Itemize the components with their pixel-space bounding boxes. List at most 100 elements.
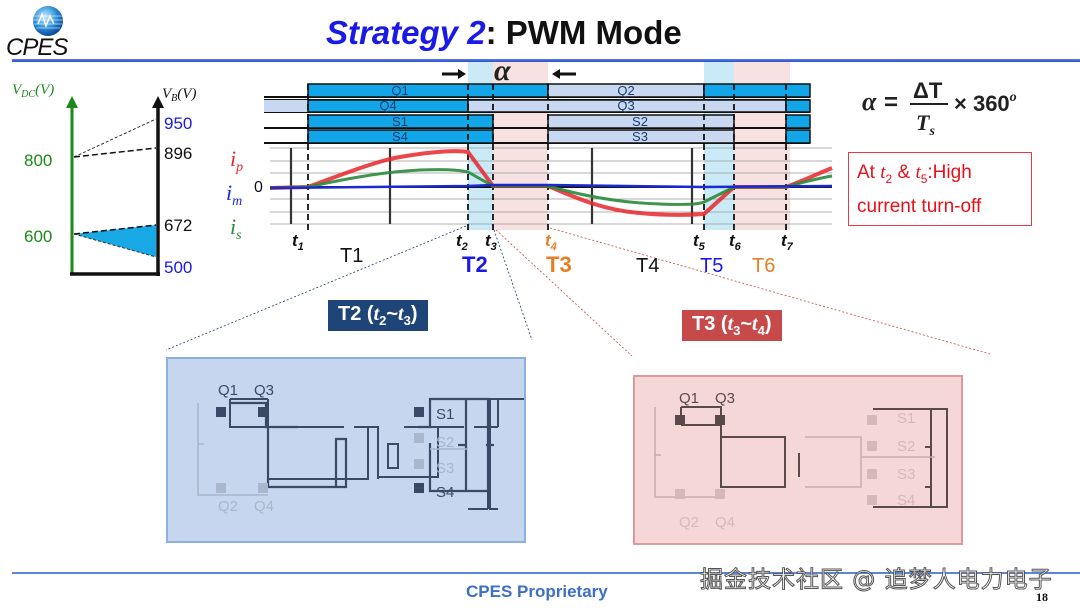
time-mark-lines [307, 84, 787, 230]
vb-axis-label: VB(V) [162, 86, 196, 104]
zero-label: 0 [254, 179, 263, 196]
gate-bar-q3a [264, 100, 308, 112]
gate-bar-s1 [307, 114, 494, 129]
range-fill [74, 225, 156, 257]
t3-mosfet-icons [675, 415, 725, 425]
vb-tick-500: 500 [164, 258, 192, 277]
t2-label-q3: Q3 [254, 382, 274, 399]
t2-label-q1: Q1 [218, 382, 238, 399]
t2-label-q4: Q4 [254, 498, 274, 515]
period-label-t4: T4 [636, 255, 659, 277]
t3-label-q1: Q1 [679, 390, 699, 407]
alpha-formula: α = ΔT Ts × 360o [862, 76, 1042, 152]
vb-tick-896: 896 [164, 144, 192, 163]
note-line-2: current turn-off [857, 195, 982, 217]
leader-t3-left [495, 229, 633, 357]
alpha-arrowhead-right-icon [552, 69, 560, 79]
leader-t2-right [493, 229, 533, 341]
leader-t2-left [165, 225, 467, 351]
t3-inactive-paths [654, 407, 935, 498]
period-label-t6: T6 [752, 255, 775, 277]
current-grid [270, 147, 832, 225]
period-label-t3: T3 [546, 252, 572, 277]
vdc-tick-800: 800 [24, 151, 52, 170]
formula-svg: α = ΔT Ts × 360o [862, 78, 1017, 139]
gate-bar-s1b [785, 114, 811, 129]
t2-mosfet-icons [216, 407, 424, 493]
im-trace [269, 183, 833, 190]
gate-label-s2: S2 [632, 114, 648, 129]
logo-text: CPES [6, 34, 68, 61]
t3-label-s4: S4 [897, 492, 915, 509]
time-label-t3: t3 [485, 231, 497, 253]
gate-bar-q1b [703, 83, 811, 98]
t3-label-s1: S1 [897, 410, 915, 427]
alpha-arrowhead-left-icon [458, 69, 466, 79]
ip-label: ip [230, 146, 243, 175]
voltage-range-diagram: VDC(V) VB(V) 800 600 950 896 672 500 [12, 82, 196, 277]
t2-circuit-panel: Q1 Q3 S1 S4 Q2 Q4 S2 S3 [166, 357, 538, 543]
page-title: Strategy 2: PWM Mode [326, 14, 682, 52]
watermark: 掘金技术社区 @ 追梦人电力电子 [700, 567, 1053, 594]
gate-label-q2: Q2 [617, 83, 634, 98]
period-label-t2: T2 [462, 252, 488, 277]
t2-circuit-schematic: Q1 Q3 S1 S4 Q2 Q4 S2 S3 [197, 382, 538, 515]
time-label-t1: t1 [292, 231, 304, 253]
period-label-t5: T5 [700, 255, 723, 277]
pwm-waveform-diagram: α Q1 Q4 S1 S4 Q2 Q3 S2 S3 [165, 54, 991, 357]
period-label-t1: T1 [340, 245, 363, 267]
t3-interval-tag: T3 (t3~t4) [682, 310, 782, 341]
map-line-896 [73, 147, 157, 158]
gate-label-q1: Q1 [391, 83, 408, 98]
t2-label-s4: S4 [436, 484, 454, 501]
map-line-500 [73, 233, 157, 258]
t2-inactive-paths [197, 403, 468, 496]
t3-label-q2: Q2 [679, 514, 699, 531]
vb-arrow-icon [152, 96, 164, 108]
t3-label-q4: Q4 [715, 514, 735, 531]
time-label-t5: t5 [693, 231, 706, 253]
formula-alpha: α [862, 87, 877, 116]
gate-label-s3: S3 [632, 129, 648, 144]
vb-tick-950: 950 [164, 114, 192, 133]
vdc-tick-600: 600 [24, 227, 52, 246]
time-label-t7: t7 [781, 231, 794, 253]
t2-interval-tag: T2 (t2~t3) [328, 300, 428, 331]
cpes-logo [8, 4, 98, 60]
alpha-symbol: α [494, 54, 511, 87]
title-accent: Strategy 2 [326, 14, 486, 51]
formula-times-360: × 360o [954, 90, 1017, 116]
gate-label-q4: Q4 [379, 98, 396, 113]
t3-label-s3: S3 [897, 466, 915, 483]
note-line-1: At t2 & t5:High [857, 162, 972, 186]
page-number: 18 [1036, 590, 1048, 604]
t3-circuit-panel: Q1 Q3 Q2 Q4 S1 S2 S3 S4 [633, 375, 963, 545]
leader-t3-right [549, 227, 991, 355]
t3-label-s2: S2 [897, 438, 915, 455]
im-label: im [226, 180, 242, 209]
formula-equals: = [884, 89, 898, 116]
logo-globe-icon [33, 6, 63, 36]
formula-numerator: ΔT [913, 78, 943, 103]
gate-bar-q1 [307, 83, 549, 98]
t2-label-s1: S1 [436, 406, 454, 423]
gate-label-s1: S1 [392, 114, 408, 129]
header-divider [12, 59, 1080, 62]
vb-tick-672: 672 [164, 216, 192, 235]
map-line-672 [73, 224, 157, 235]
map-line-950 [73, 118, 157, 158]
t2-label-s3: S3 [436, 460, 454, 477]
t3-label-q3: Q3 [715, 390, 735, 407]
gate-bar-s2 [547, 114, 735, 129]
gate-label-q3: Q3 [617, 98, 634, 113]
turn-off-note: At t2 & t5:High current turn-off [848, 152, 1032, 226]
time-label-t6: t6 [729, 231, 742, 253]
title-rest: : PWM Mode [485, 14, 682, 51]
t2-active-paths [230, 397, 494, 493]
t2-label-q2: Q2 [218, 498, 238, 515]
gate-label-s4: S4 [392, 129, 408, 144]
gate-bar-s4b [785, 129, 811, 144]
t2-label-s2: S2 [436, 434, 454, 451]
footer-proprietary: CPES Proprietary [466, 582, 608, 601]
time-label-t4: t4 [545, 231, 557, 253]
